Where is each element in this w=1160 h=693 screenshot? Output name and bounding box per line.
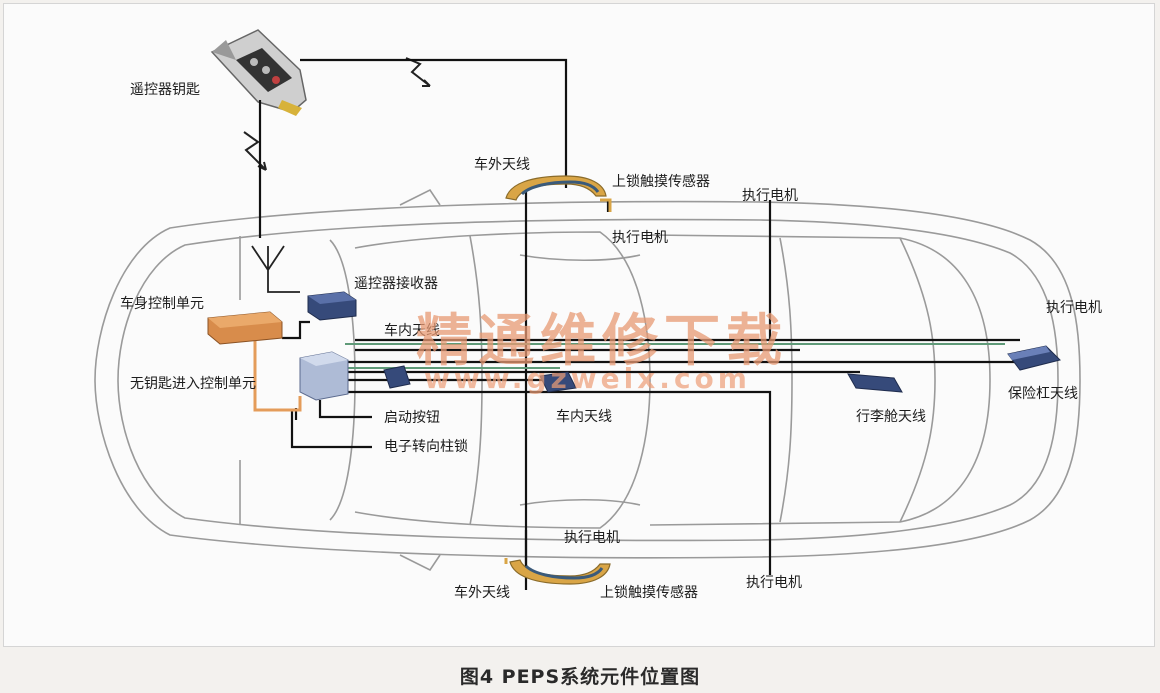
keyless-control-module (299, 351, 349, 401)
label-motor-top-right: 执行电机 (742, 188, 798, 204)
label-outer-antenna-top: 车外天线 (474, 157, 530, 173)
label-bcm: 车身控制单元 (120, 296, 204, 312)
bcm-module (207, 311, 283, 345)
figure-caption: 图4 PEPS系统元件位置图 (459, 666, 701, 688)
label-keyless-unit: 无钥匙进入控制单元 (130, 376, 256, 392)
label-remote-key: 遥控器钥匙 (130, 82, 200, 98)
antenna-icon (251, 245, 300, 293)
watermark-text: 精通维修下载 (416, 308, 788, 374)
label-trunk-antenna: 行李舱天线 (856, 409, 926, 425)
door-handle-top (505, 175, 612, 212)
lightning-bolt-icon (243, 57, 431, 171)
label-lock-sensor-top: 上锁触摸传感器 (612, 174, 710, 190)
label-receiver: 遥控器接收器 (354, 276, 438, 292)
inner-antenna-module (383, 365, 577, 393)
label-motor-bottom-right: 执行电机 (746, 575, 802, 591)
remote-key-icon (210, 29, 307, 116)
door-handle-bottom (504, 558, 611, 585)
label-inner-antenna-front: 车内天线 (384, 323, 440, 339)
signal-wiring (253, 340, 1005, 412)
label-lock-sensor-bottom: 上锁触摸传感器 (600, 585, 698, 601)
label-start-button: 启动按钮 (384, 410, 440, 426)
wiring (258, 58, 1020, 590)
trunk-antenna-module (847, 373, 903, 393)
watermark-url: www.gzweix.com (424, 362, 751, 395)
label-motor-right: 执行电机 (1046, 300, 1102, 316)
label-inner-antenna-mid: 车内天线 (556, 409, 612, 425)
label-outer-antenna-bottom: 车外天线 (454, 585, 510, 601)
receiver-module (307, 291, 357, 321)
label-steering-lock: 电子转向柱锁 (384, 439, 468, 455)
bumper-antenna-module (1007, 345, 1061, 371)
label-motor-bottom-door: 执行电机 (564, 530, 620, 546)
label-motor-top-door: 执行电机 (612, 230, 668, 246)
car-outline (94, 188, 1081, 572)
label-bumper-antenna: 保险杠天线 (1008, 386, 1078, 402)
